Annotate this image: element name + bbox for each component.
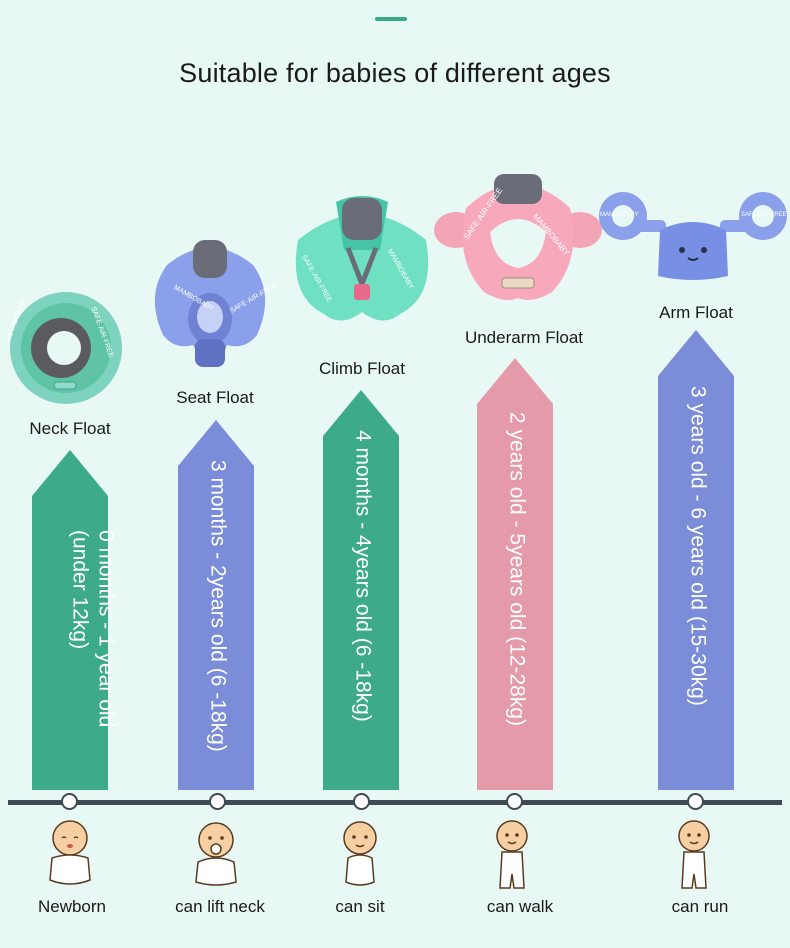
age-range-arrow-climb: 4 months - 4years old (6 -18kg) (323, 390, 399, 790)
timeline-node (506, 793, 523, 810)
age-range-text: 0 months - 1 year old (94, 530, 118, 728)
timeline-node (687, 793, 704, 810)
timeline-node (353, 793, 370, 810)
neck-float-image: MAMBOBABY SAFE·AIR·FREE (4, 286, 128, 415)
age-range-arrow-neck: 0 months - 1 year old (under 12kg) (32, 450, 118, 790)
float-label-climb: Climb Float (319, 359, 405, 378)
walking-baby-icon (490, 818, 534, 895)
age-range-arrow-seat: 3 months - 2years old (6 -18kg) (178, 420, 254, 790)
stage-label-walk: can walk (486, 897, 554, 916)
stage-label-run: can run (671, 897, 729, 916)
sitting-baby-icon (336, 818, 384, 893)
float-brand-text: MAMBOBABY (600, 212, 639, 218)
accent-bar (375, 17, 407, 21)
float-label-neck: Neck Float (29, 419, 111, 438)
float-label-underarm: Underarm Float (464, 328, 584, 347)
float-slogan-text: SAFE·AIR·FREE (741, 212, 787, 218)
lift-neck-baby-icon (188, 818, 244, 893)
newborn-baby-icon (44, 818, 96, 893)
float-label-arm: Arm Float (659, 303, 733, 322)
timeline-line (8, 800, 782, 805)
weight-range-text: (under 12kg) (68, 530, 92, 650)
age-range-arrow-arm: 3 years old - 6 years old (15-30kg) (658, 330, 734, 790)
arm-float-image: MAMBOBABY SAFE·AIR·FREE (596, 190, 790, 287)
running-baby-icon (672, 818, 716, 895)
timeline-node (61, 793, 78, 810)
stage-label-sit: can sit (335, 897, 385, 916)
climb-float-image: MAMBOBABY SAFE·AIR·FREE (288, 188, 436, 341)
stage-label-lift-neck: can lift neck (175, 897, 265, 916)
timeline-node (209, 793, 226, 810)
age-range-text: 3 months - 2years old (6 -18kg) (206, 460, 230, 752)
underarm-float-image: MAMBOBABY SAFE·AIR·FREE (432, 168, 604, 313)
age-range-arrow-underarm: 2 years old - 5years old (12-28kg) (477, 358, 553, 790)
page-title: Suitable for babies of different ages (179, 58, 611, 88)
stage-label-newborn: Newborn (37, 897, 107, 916)
age-range-text: 4 months - 4years old (6 -18kg) (351, 430, 375, 722)
age-range-text: 2 years old - 5years old (12-28kg) (505, 412, 529, 726)
float-label-seat: Seat Float (176, 388, 254, 407)
seat-float-image: MAMBOBABY SAFE·AIR·FREE (145, 235, 278, 390)
age-range-text: 3 years old - 6 years old (15-30kg) (686, 386, 710, 706)
